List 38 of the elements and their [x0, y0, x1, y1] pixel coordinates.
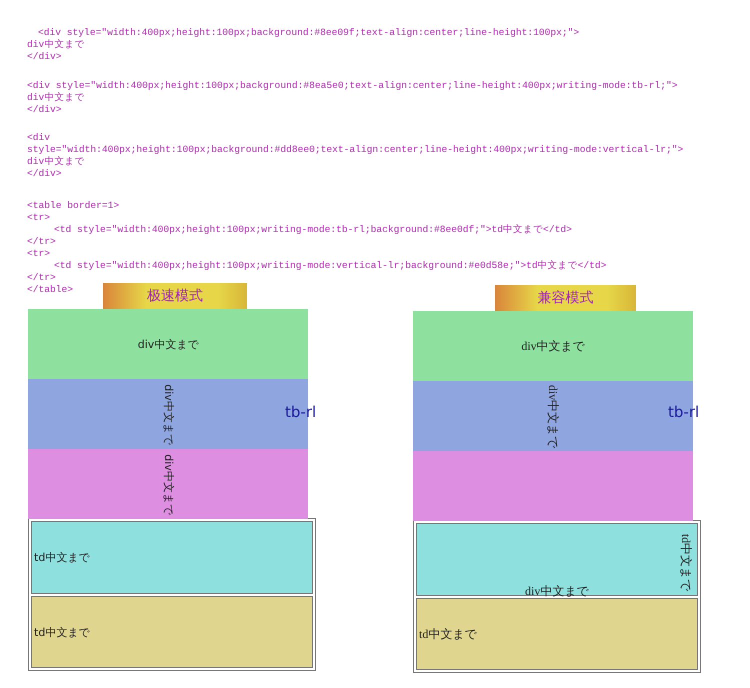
- band-text: div中文まで: [521, 338, 585, 354]
- code-line: </div>: [27, 104, 62, 116]
- code-line: style="width:400px;height:100px;background:#dd8ee0;text-align:center;line-height:400px;writing-mode:vertical-lr;">: [27, 144, 684, 156]
- table-cell: [416, 523, 698, 596]
- band-text: div中文まで: [160, 384, 176, 444]
- table-cell: [31, 596, 313, 668]
- code-line: </div>: [27, 51, 62, 63]
- code-line: <table border=1>: [27, 200, 120, 212]
- cell-text: td中文まで: [34, 550, 90, 565]
- cell-text: td中文まで: [34, 624, 90, 640]
- cell-text: div中文まで: [525, 583, 588, 600]
- code-line: </tr>: [27, 236, 56, 248]
- color-band: [413, 451, 693, 521]
- code-line: </tr>: [27, 272, 56, 284]
- code-line: <tr>: [27, 248, 50, 260]
- cell-text: td中文まで: [678, 534, 694, 592]
- code-line: div中文まで: [27, 39, 84, 51]
- code-line: div中文まで: [27, 92, 84, 104]
- band-text: div中文まで: [138, 336, 198, 352]
- color-band: [28, 449, 308, 519]
- color-band: [28, 309, 308, 379]
- code-line: </table>: [27, 284, 74, 296]
- table-cell: [31, 521, 313, 594]
- table-cell: [416, 598, 698, 670]
- code-line: <td style="width:400px;height:100px;writing-mode:vertical-lr;background:#e0d58e;">td中文まで</td>: [54, 260, 606, 272]
- code-line: <td style="width:400px;height:100px;writing-mode:tb-rl;background:#8ee0df;">td中文まで</td>: [54, 224, 572, 236]
- band-text: div中文まで: [546, 384, 562, 448]
- code-line: </div>: [27, 168, 62, 180]
- code-line: <div: [27, 132, 50, 144]
- color-band: [413, 311, 693, 381]
- mode-badge: 兼容模式: [495, 285, 636, 311]
- band-text: div中文まで: [160, 454, 176, 514]
- code-line: <div style="width:400px;height:100px;background:#8ee09f;text-align:center;line-height:100px;">: [38, 27, 580, 39]
- code-line: <div style="width:400px;height:100px;background:#8ea5e0;text-align:center;line-height:400px;writing-mode:tb-rl;">: [27, 80, 678, 92]
- mode-badge: 极速模式: [103, 283, 247, 309]
- cell-text: td中文まで: [419, 626, 476, 642]
- code-line: div中文まで: [27, 156, 84, 168]
- code-line: <tr>: [27, 212, 50, 224]
